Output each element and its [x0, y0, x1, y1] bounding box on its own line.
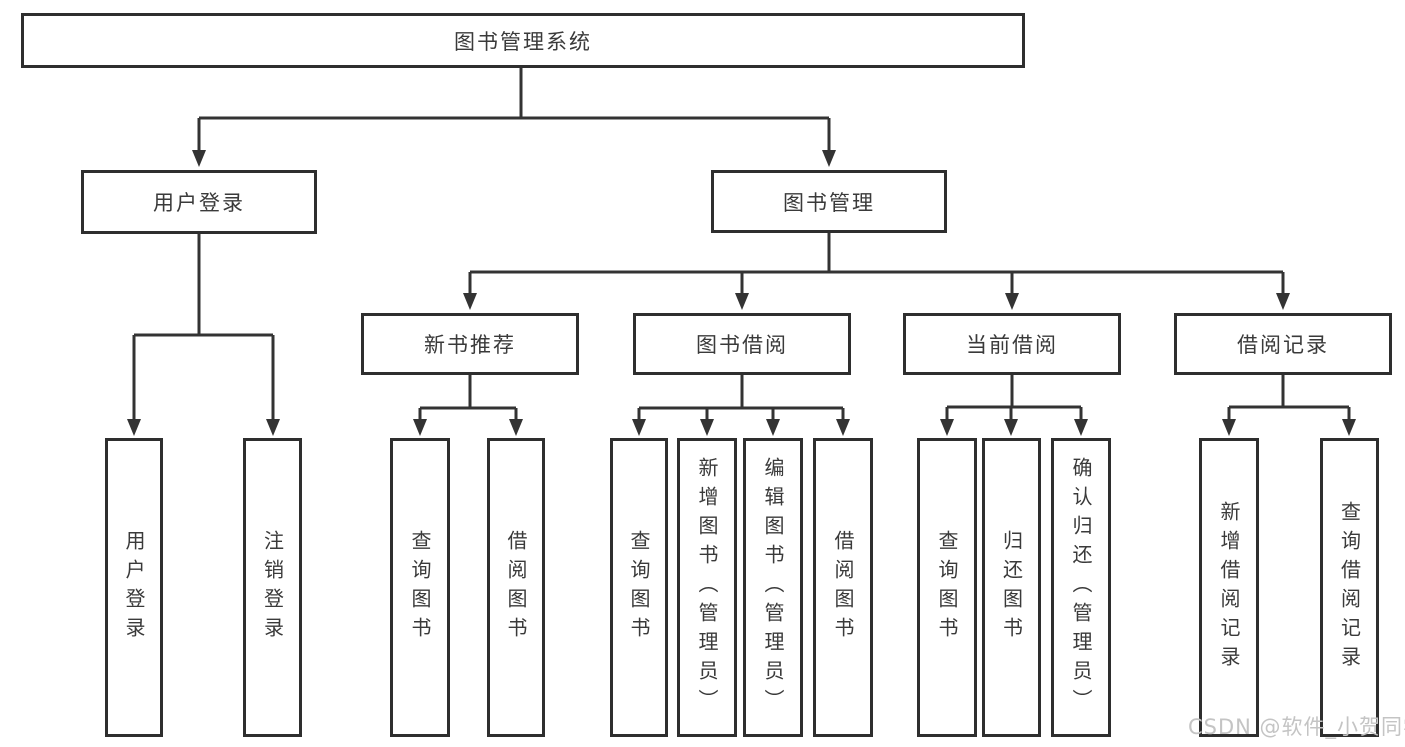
watermark: CSDN @软件_小贺同学 [1188, 715, 1405, 739]
edges-borrowing-records-children [1222, 375, 1356, 436]
arrow-down-icon [1342, 419, 1356, 436]
arrow-down-icon [1004, 419, 1018, 436]
arrow-down-icon [413, 419, 427, 436]
node-borrowing-records: 借阅记录 [1174, 313, 1392, 375]
leaf-return-books: 归还图书 [982, 438, 1041, 737]
leaf-query-books-recommend: 查询图书 [390, 438, 450, 737]
node-book-management: 图书管理 [711, 170, 947, 233]
arrow-down-icon [463, 293, 477, 310]
edges-current-borrowing-children [940, 375, 1088, 436]
edges-book-management-children [463, 233, 1290, 310]
edges-new-book-recommend-children [413, 375, 523, 436]
node-user-login: 用户登录 [81, 170, 317, 234]
arrow-down-icon [940, 419, 954, 436]
arrow-down-icon [1074, 419, 1088, 436]
arrow-down-icon [1005, 293, 1019, 310]
leaf-query-books-current: 查询图书 [917, 438, 977, 737]
arrow-down-icon [1276, 293, 1290, 310]
leaf-borrow-books: 借阅图书 [813, 438, 873, 737]
arrow-down-icon [700, 419, 714, 436]
edges-book-borrowing-children [632, 375, 850, 436]
arrow-down-icon [822, 150, 836, 167]
leaf-query-borrow-record: 查询借阅记录 [1320, 438, 1379, 737]
leaf-user-login: 用户登录 [105, 438, 163, 737]
arrow-down-icon [127, 419, 141, 436]
node-new-book-recommend: 新书推荐 [361, 313, 579, 375]
leaf-add-borrow-record: 新增借阅记录 [1199, 438, 1259, 737]
arrow-down-icon [735, 293, 749, 310]
leaf-query-books-borrowing: 查询图书 [610, 438, 668, 737]
arrow-down-icon [1222, 419, 1236, 436]
leaf-add-books-admin: 新增图书（管理员） [677, 438, 737, 737]
leaf-borrow-books-recommend: 借阅图书 [487, 438, 545, 737]
edges-user-login-children [127, 234, 280, 436]
leaf-logout: 注销登录 [243, 438, 302, 737]
node-library-management-system: 图书管理系统 [21, 13, 1025, 68]
arrow-down-icon [836, 419, 850, 436]
arrow-down-icon [632, 419, 646, 436]
leaf-confirm-return-admin: 确认归还（管理员） [1051, 438, 1111, 737]
arrow-down-icon [766, 419, 780, 436]
arrow-down-icon [192, 150, 206, 167]
edges-root-to-level2 [192, 68, 836, 167]
leaf-edit-books-admin: 编辑图书（管理员） [743, 438, 803, 737]
arrow-down-icon [266, 419, 280, 436]
node-book-borrowing: 图书借阅 [633, 313, 851, 375]
node-current-borrowing: 当前借阅 [903, 313, 1121, 375]
arrow-down-icon [509, 419, 523, 436]
